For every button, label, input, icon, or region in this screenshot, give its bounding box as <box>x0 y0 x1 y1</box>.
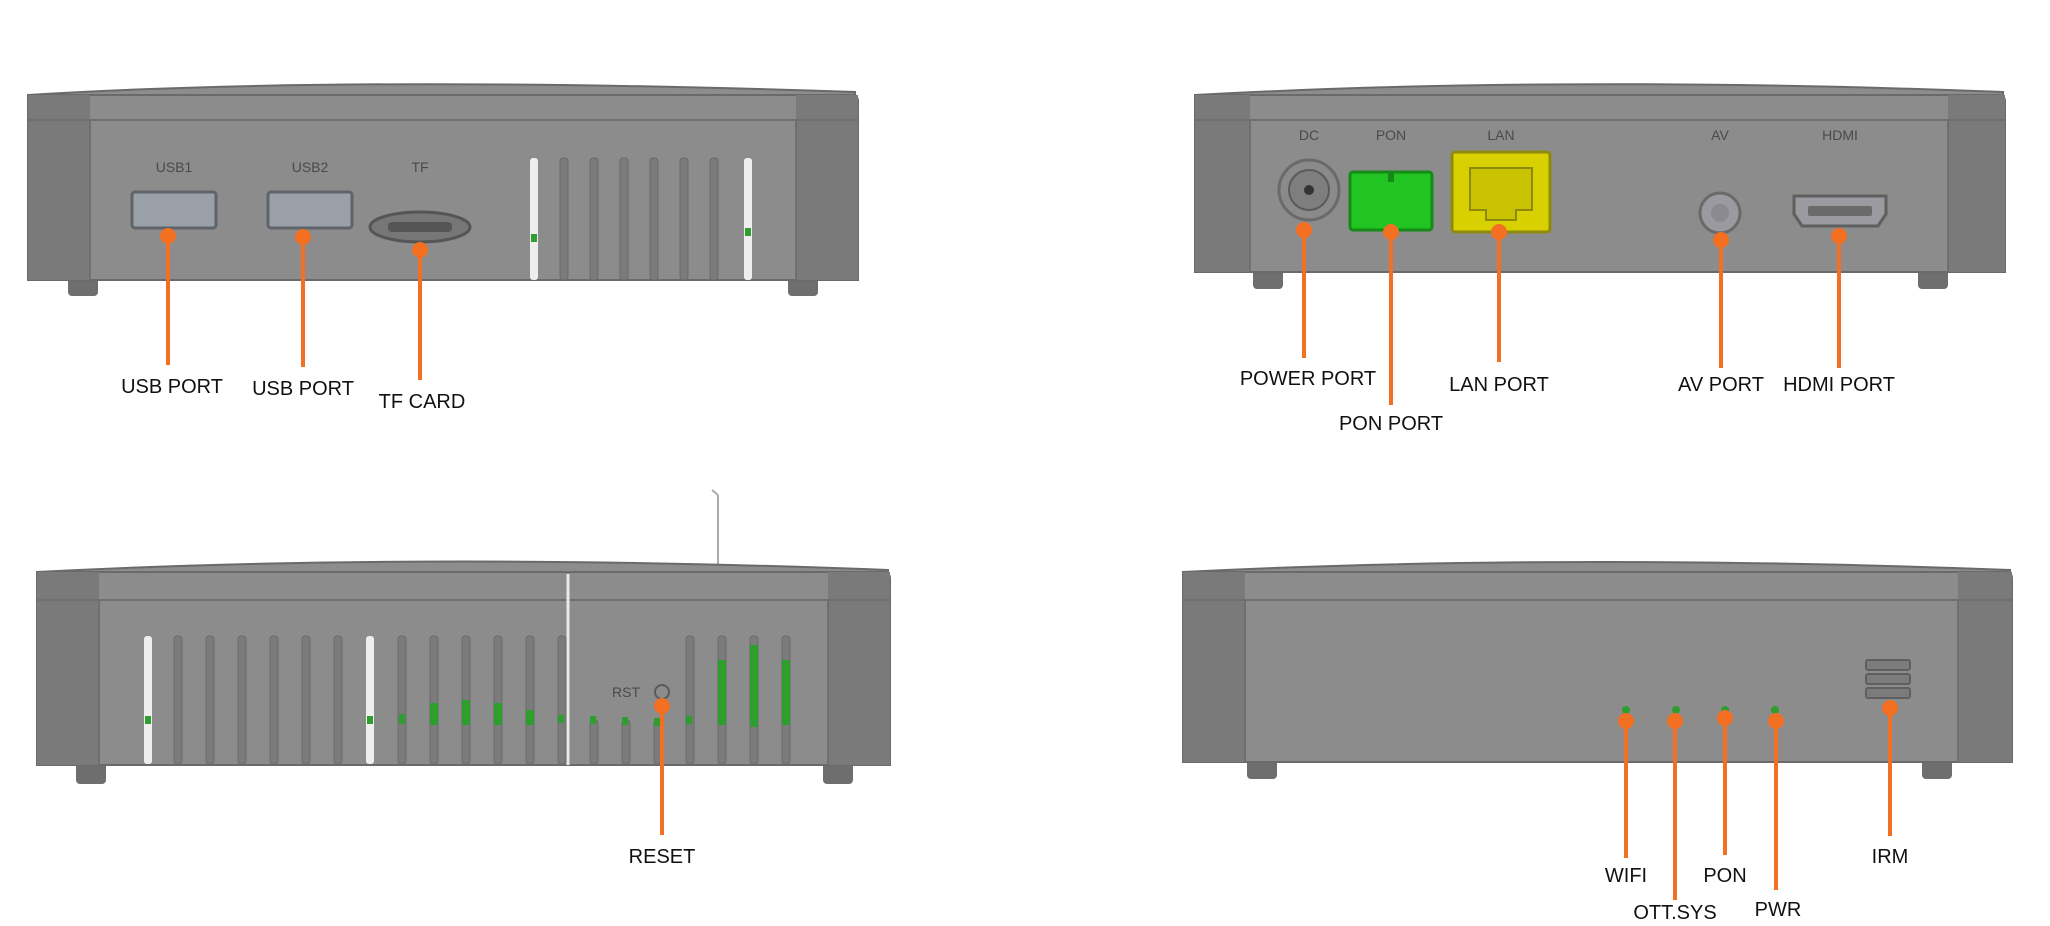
device-body-rear <box>1194 83 2007 289</box>
callout-label-pwr: PWR <box>1755 899 1802 921</box>
side-view-reset: RST RESET <box>0 463 1025 926</box>
port-label-usb1: USB1 <box>156 159 193 175</box>
rear-view-ports: DC PON LAN AV HDMI POWER PORT PON PORT L… <box>1025 0 2050 463</box>
port-label-hdmi: HDMI <box>1822 127 1858 143</box>
callout-irm: IRM <box>1872 700 1909 868</box>
callout-label-irm: IRM <box>1872 846 1909 868</box>
callout-tf-card: TF CARD <box>379 242 466 413</box>
callout-label-power-port: POWER PORT <box>1240 368 1376 390</box>
device-body-front <box>1182 560 2014 779</box>
callout-label-hdmi-port: HDMI PORT <box>1783 374 1895 396</box>
callout-ott-sys: OTT.SYS <box>1633 713 1717 924</box>
callout-label-tf-card: TF CARD <box>379 391 466 413</box>
callout-label-pon: PON <box>1703 865 1746 887</box>
callout-av-port: AV PORT <box>1678 232 1764 396</box>
callout-label-reset: RESET <box>629 846 696 868</box>
callout-reset: RESET <box>629 698 696 868</box>
callout-label-usb-port-1: USB PORT <box>121 376 223 398</box>
front-view-leds: WIFI OTT.SYS PON PWR IRM <box>1025 463 2050 926</box>
callout-label-av-port: AV PORT <box>1678 374 1764 396</box>
callout-label-lan-port: LAN PORT <box>1449 374 1549 396</box>
callout-usb-port-1: USB PORT <box>121 228 223 398</box>
callout-label-wifi: WIFI <box>1605 865 1647 887</box>
port-label-rst: RST <box>612 684 640 700</box>
callout-wifi: WIFI <box>1605 713 1647 887</box>
callout-pwr: PWR <box>1755 713 1802 921</box>
port-label-av: AV <box>1711 127 1729 143</box>
callout-pon: PON <box>1703 710 1747 887</box>
port-label-lan: LAN <box>1487 127 1514 143</box>
callout-label-usb-port-2: USB PORT <box>252 378 354 400</box>
callout-hdmi-port: HDMI PORT <box>1783 228 1895 396</box>
device-body-side-left <box>27 83 860 296</box>
port-label-pon: PON <box>1376 127 1406 143</box>
callout-pon-port: PON PORT <box>1339 224 1443 435</box>
callout-label-pon-port: PON PORT <box>1339 413 1443 435</box>
side-view-usb: USB1 USB2 TF USB PORT USB PORT TF CARD <box>0 0 1025 463</box>
port-label-usb2: USB2 <box>292 159 329 175</box>
callout-usb-port-2: USB PORT <box>252 229 354 400</box>
port-label-dc: DC <box>1299 127 1319 143</box>
callout-power-port: POWER PORT <box>1240 222 1376 390</box>
callout-lan-port: LAN PORT <box>1449 224 1549 396</box>
callout-label-ott-sys: OTT.SYS <box>1633 902 1716 924</box>
port-label-tf: TF <box>411 159 428 175</box>
device-body-side-right <box>36 489 892 784</box>
